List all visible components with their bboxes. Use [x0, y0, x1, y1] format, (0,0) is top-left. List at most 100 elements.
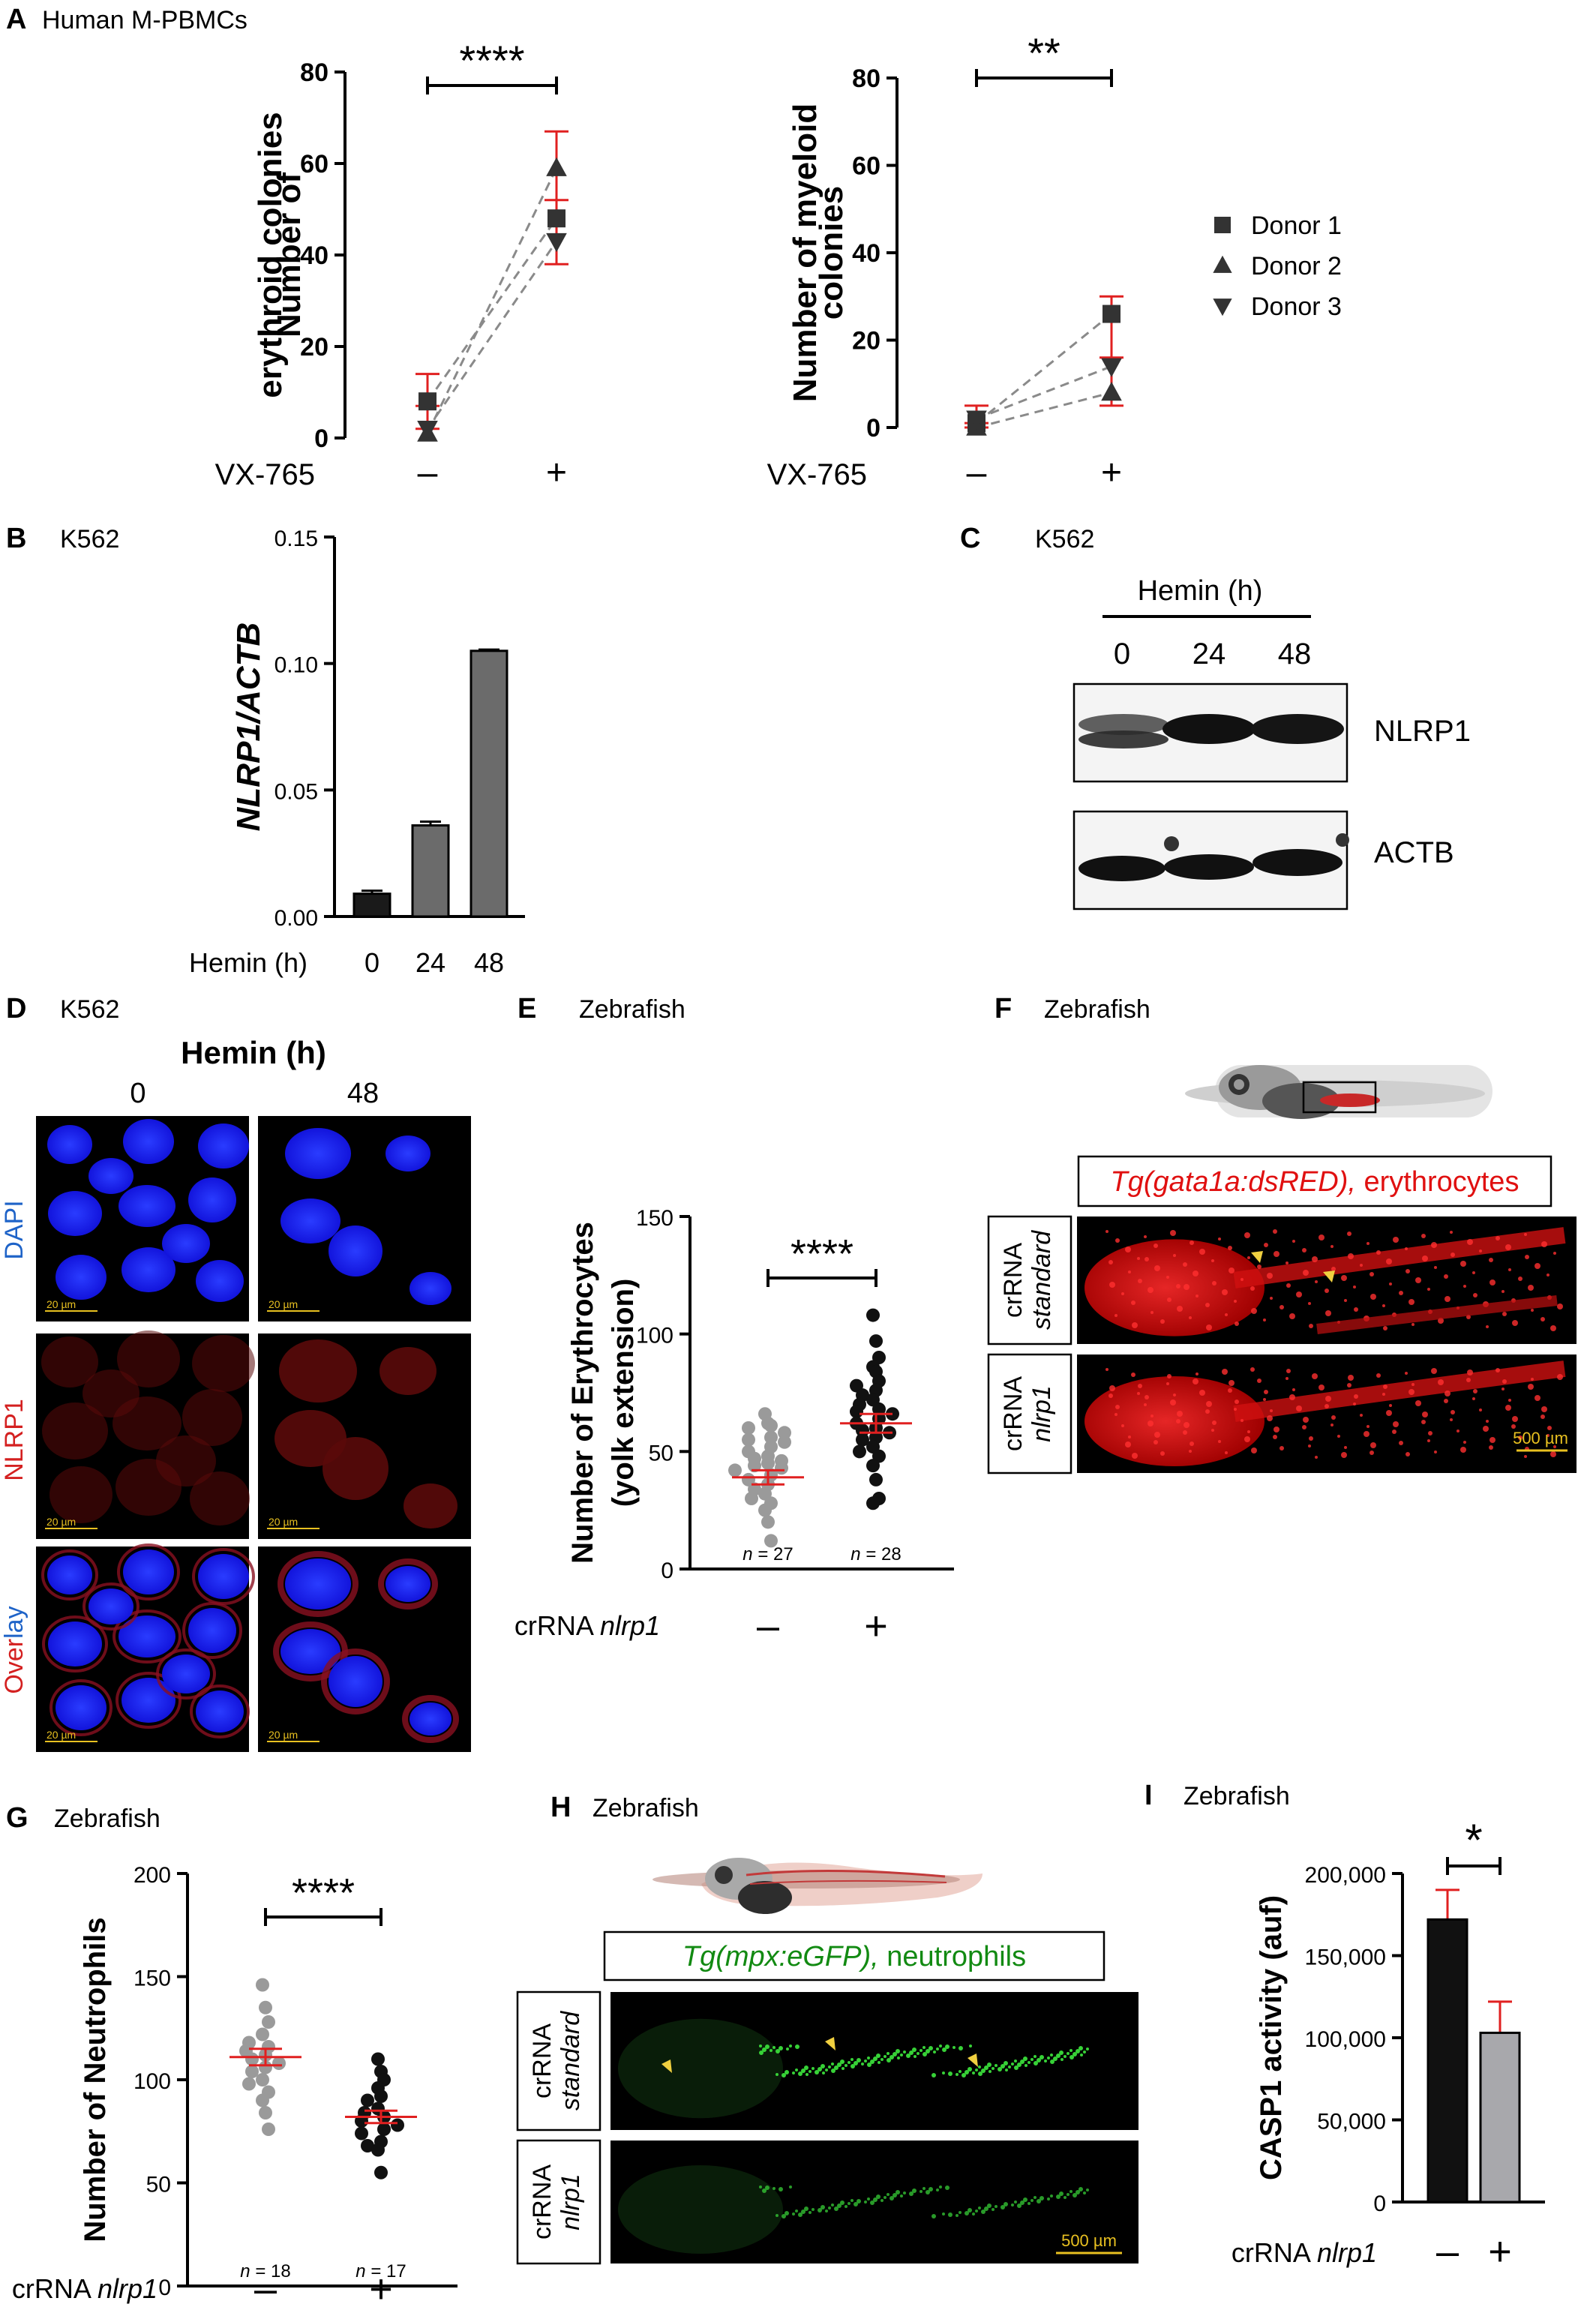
erythrocyte-dot	[1489, 1445, 1493, 1450]
sample-size-label: n = 18	[240, 2261, 290, 2282]
data-point	[758, 1503, 772, 1517]
neutrophil-dot	[776, 2049, 780, 2054]
neutrophil-dot	[1040, 2055, 1044, 2060]
neutrophil-dot	[890, 2196, 894, 2200]
erythrocyte-dot	[1502, 1312, 1507, 1316]
neutrophil-dot	[876, 2194, 880, 2199]
erythrocyte-dot	[1486, 1420, 1489, 1423]
panel-letter: C	[960, 523, 980, 554]
nlrp1-signal	[322, 1437, 388, 1500]
neutrophil-dot	[936, 2188, 939, 2192]
erythrocyte-dot	[1150, 1311, 1154, 1314]
donor-point	[546, 232, 567, 253]
neutrophil-dot	[840, 2200, 844, 2205]
neutrophil-dot	[1028, 2202, 1030, 2205]
y-tick-label: 0	[314, 424, 328, 453]
lane-label: 24	[1192, 638, 1226, 670]
erythrocyte-dot	[1331, 1267, 1336, 1271]
neutrophil-dot	[964, 2070, 969, 2074]
nlrp1-signal	[190, 1472, 250, 1526]
erythrocyte-dot	[1302, 1425, 1306, 1430]
data-point	[361, 2139, 374, 2152]
erythrocyte-dot	[1427, 1288, 1430, 1291]
erythrocyte-dot	[1125, 1246, 1131, 1252]
neutrophil-dot	[837, 2062, 842, 2067]
erythrocyte-dot	[1257, 1264, 1262, 1269]
scale-bar-label: 500 µm	[1061, 2231, 1117, 2250]
erythrocyte-dot	[1257, 1378, 1262, 1383]
erythrocyte-dot	[1331, 1415, 1336, 1420]
neutrophil-dot	[1014, 2200, 1017, 2204]
neutrophil-dot	[1059, 2192, 1064, 2196]
erythrocyte-dot	[1479, 1250, 1482, 1252]
neutrophil-dot	[1064, 2055, 1066, 2058]
nucleus	[88, 1158, 134, 1194]
neutrophil-dot	[1040, 2196, 1044, 2200]
erythrocyte-dot	[1228, 1268, 1234, 1274]
erythrocyte-dot	[1399, 1441, 1403, 1445]
x-category-label: –	[757, 1604, 779, 1648]
erythrocyte-dot	[1251, 1308, 1257, 1314]
neutrophil-dot	[808, 2211, 812, 2214]
nlrp1-signal	[117, 1330, 180, 1388]
donor-connector-line	[426, 167, 558, 434]
erythrocyte-dot	[1370, 1272, 1374, 1276]
donor-point	[1101, 382, 1122, 401]
erythrocyte-dot	[1312, 1373, 1318, 1379]
erythrocyte-dot	[1154, 1265, 1160, 1271]
neutrophil-dot	[987, 2062, 992, 2067]
x-category-label: 0	[364, 947, 380, 978]
nucleus	[410, 1702, 452, 1736]
neutrophil-dot	[795, 2068, 798, 2072]
neutrophil-dot	[998, 2067, 1002, 2072]
nlrp1-signal	[192, 1548, 255, 1605]
donor-connector-line	[976, 391, 1112, 429]
neutrophil-dot	[818, 2067, 822, 2072]
y-tick-label: 80	[852, 64, 880, 93]
nlrp1-signal	[192, 1335, 255, 1392]
neutrophil-dot	[778, 2187, 783, 2192]
neutrophil-dot	[1060, 2058, 1064, 2061]
y-axis-label: colonies	[813, 186, 850, 320]
neutrophil-dot	[850, 2064, 855, 2068]
neutrophil-dot	[1053, 2056, 1058, 2061]
erythrocyte-dot	[1137, 1392, 1140, 1395]
x-category-label: +	[1101, 453, 1122, 493]
neutrophil-dot	[870, 2060, 874, 2064]
scale-bar-label: 20 µm	[268, 1729, 298, 1741]
erythrocyte-dot	[1479, 1408, 1482, 1412]
neutrophil-dot	[864, 2200, 867, 2204]
legend-marker	[1213, 255, 1232, 273]
neutrophil-dot	[1017, 2062, 1022, 2067]
erythrocyte-dot	[1341, 1275, 1347, 1281]
erythrocyte-dot	[1489, 1258, 1493, 1262]
erythrocyte-dot	[1444, 1390, 1450, 1396]
erythrocyte-dot	[1412, 1383, 1414, 1386]
neutrophil-dot	[975, 2068, 978, 2072]
neutrophil-dot	[948, 2212, 952, 2217]
erythrocyte-dot	[1109, 1385, 1115, 1391]
neutrophil-dot	[1066, 2193, 1070, 2196]
nucleus	[410, 1272, 452, 1305]
neutrophil-dot	[958, 2211, 962, 2214]
y-tick-label: 50	[146, 2173, 171, 2198]
y-tick-label: 50	[649, 1441, 674, 1466]
erythrocyte-dot	[1525, 1255, 1529, 1259]
data-point	[869, 1472, 883, 1486]
erythrocyte-dot	[1557, 1304, 1563, 1310]
data-point	[259, 2000, 272, 2014]
erythrocyte-dot	[1466, 1378, 1471, 1382]
neutrophil-dot	[1047, 2198, 1050, 2200]
erythrocyte-dot	[1114, 1314, 1118, 1317]
y-tick-label: 80	[300, 58, 328, 87]
neutrophil-dot	[922, 2046, 926, 2049]
nucleus	[123, 1119, 174, 1164]
neutrophil-dot	[920, 2049, 922, 2052]
erythrocyte-dot	[1318, 1384, 1324, 1390]
erythrocyte-dot	[1234, 1408, 1237, 1411]
erythrocyte-dot	[1109, 1282, 1115, 1288]
erythrocyte-dot	[1483, 1426, 1489, 1432]
y-tick-label: 0.05	[274, 779, 318, 804]
neutrophil-dot	[818, 2208, 822, 2212]
